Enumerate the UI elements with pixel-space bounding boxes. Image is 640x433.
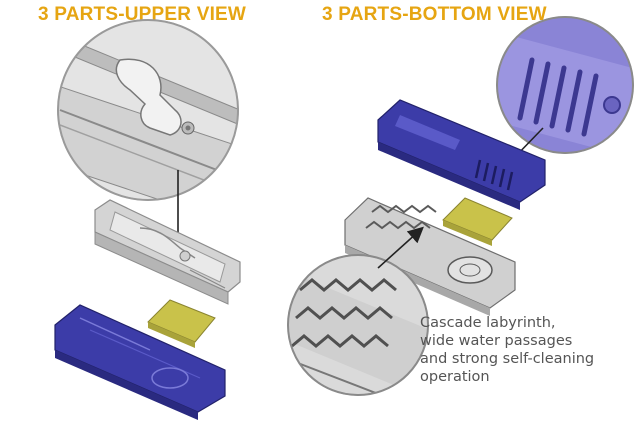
yellow-part-left (147, 299, 216, 348)
callout-line: Cascade labyrinth, (420, 315, 556, 331)
blue-bottom-part-right (377, 99, 546, 210)
title-bottom-view: 3 PARTS-BOTTOM VIEW (322, 4, 547, 25)
grey-upper-part (94, 199, 241, 305)
upper-detail-zoom-circle (57, 19, 239, 201)
yellow-part-right (442, 197, 513, 246)
labyrinth-callout-text: Cascade labyrinth, wide water passages a… (420, 314, 630, 386)
bottom-detail-zoom-circle-top (496, 16, 634, 154)
callout-line: operation (420, 369, 490, 385)
title-upper-view: 3 PARTS-UPPER VIEW (38, 4, 247, 25)
callout-line: and strong self-cleaning (420, 351, 595, 367)
labyrinth-zoom-circle (287, 254, 429, 396)
blue-base-part-left (54, 304, 226, 420)
callout-line: wide water passages (420, 333, 573, 349)
